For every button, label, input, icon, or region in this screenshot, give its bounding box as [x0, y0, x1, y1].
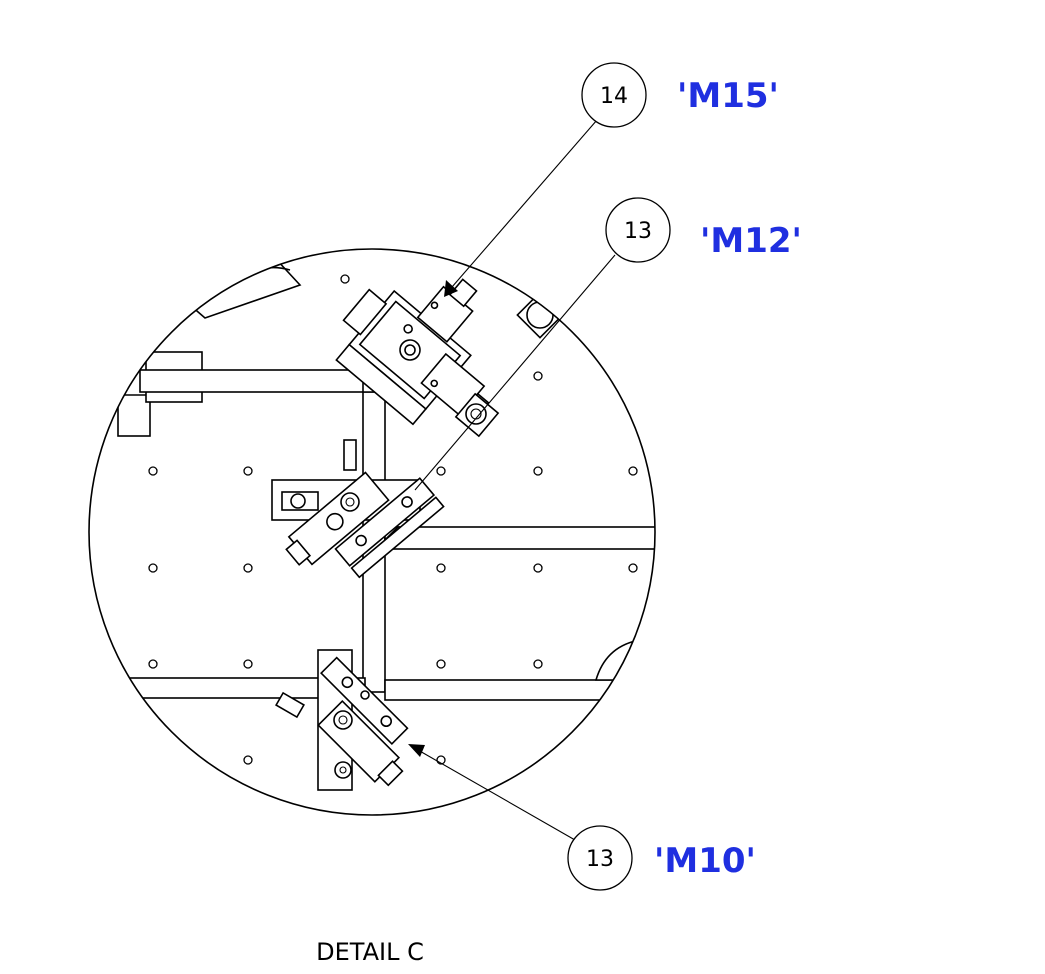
- hole: [533, 659, 543, 669]
- hole: [436, 466, 446, 476]
- detail-content: [117, 256, 655, 791]
- arrowhead-m15: [444, 280, 458, 297]
- arrowhead-m10: [408, 744, 425, 757]
- balloon-m10: 13: [567, 825, 633, 891]
- mount-m12: [271, 439, 445, 579]
- leader-m15: [451, 119, 598, 288]
- balloon-m15: 14: [581, 62, 647, 128]
- hole: [533, 371, 543, 381]
- hole: [243, 563, 253, 573]
- balloon-number: 13: [624, 219, 652, 244]
- balloon-circle: [605, 197, 671, 263]
- hole: [436, 563, 446, 573]
- hole: [533, 466, 543, 476]
- leader-m12: [414, 254, 616, 491]
- hole: [148, 466, 158, 476]
- hole: [243, 755, 253, 765]
- tag-m10: 'M10': [654, 841, 756, 881]
- hole: [148, 659, 158, 669]
- balloon-number: 14: [600, 84, 628, 109]
- leader-lines: [408, 119, 616, 841]
- tag-m15: 'M15': [677, 76, 779, 116]
- hole: [436, 659, 446, 669]
- hole: [628, 466, 638, 476]
- rail-upper-left: [139, 369, 373, 393]
- hole: [148, 563, 158, 573]
- balloon-circle: [581, 62, 647, 128]
- balloon-m12: 13: [605, 197, 671, 263]
- top-left-bracket: [188, 256, 302, 319]
- hole: [340, 274, 350, 284]
- rail-right-middle: [384, 526, 655, 550]
- edge-cutout: [594, 639, 655, 681]
- rail-bottom-right: [384, 679, 655, 701]
- hole: [533, 563, 543, 573]
- mount-m15: [335, 278, 490, 426]
- balloon-number: 13: [586, 847, 614, 872]
- mount-m10: [275, 649, 409, 791]
- hole: [628, 563, 638, 573]
- mounting-holes: [148, 274, 638, 765]
- leader-m10: [417, 749, 576, 841]
- hole: [243, 466, 253, 476]
- hole: [243, 659, 253, 669]
- balloon-circle: [567, 825, 633, 891]
- square-post: [516, 291, 564, 339]
- detail-boundary: [88, 248, 656, 816]
- view-title: DETAIL C: [316, 938, 424, 966]
- tag-m12: 'M12': [700, 221, 802, 261]
